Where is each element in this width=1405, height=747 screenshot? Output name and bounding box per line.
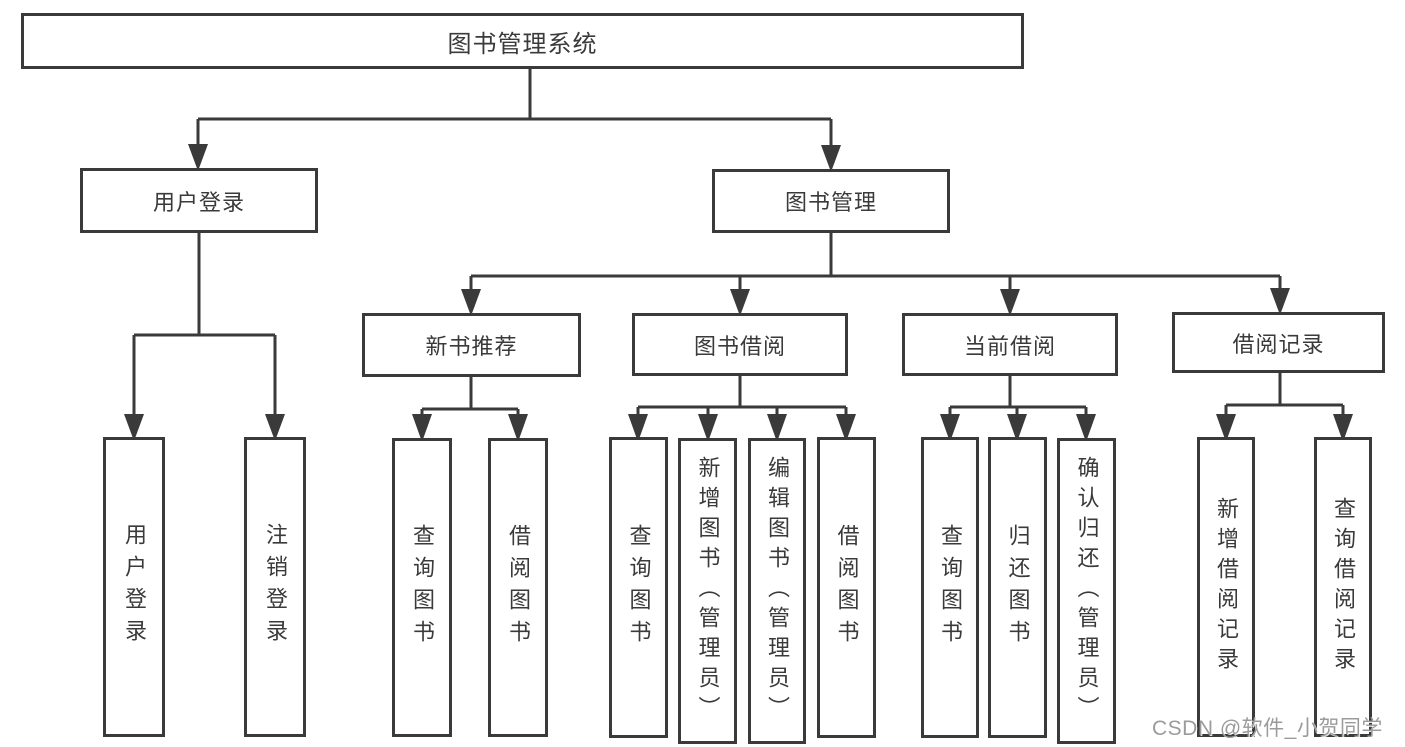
node-current-borrow-label: 当前借阅 (963, 333, 1056, 359)
leaf-current-confirm: 确认归还（管理员） (1057, 438, 1116, 744)
connector-current-borrow-leaves (950, 376, 1086, 409)
leaf-logout-label: 注销登录 (263, 523, 288, 651)
leaf-records-add: 新增借阅记录 (1197, 437, 1255, 737)
node-root: 图书管理系统 (21, 13, 1024, 69)
arrow-to-newbooks-borrow (508, 414, 528, 442)
leaf-borrow-query: 查询图书 (609, 437, 668, 738)
leaf-borrow-borrow: 借阅图书 (817, 437, 876, 738)
leaf-borrow-edit: 编辑图书（管理员） (748, 438, 806, 744)
leaf-borrow-add: 新增图书（管理员） (678, 438, 737, 744)
connector-borrow-records-leaves (1226, 373, 1343, 407)
node-user-login: 用户登录 (80, 168, 318, 233)
leaf-current-return-label: 归还图书 (1005, 523, 1031, 652)
leaf-logout: 注销登录 (244, 437, 306, 737)
connector-book-mgmt-level3 (471, 233, 1280, 278)
leaf-newbooks-borrow: 借阅图书 (488, 438, 548, 737)
leaf-user-login-label: 用户登录 (122, 523, 147, 651)
node-book-borrow-label: 图书借阅 (693, 333, 786, 359)
leaf-user-login: 用户登录 (103, 437, 165, 737)
leaf-records-query-label: 查询借阅记录 (1331, 497, 1356, 677)
arrow-to-borrow-borrow (836, 414, 856, 442)
node-user-login-label: 用户登录 (152, 189, 245, 215)
node-borrow-records: 借阅记录 (1172, 312, 1385, 373)
csdn-watermark: CSDN @软件_小贺同学 (1152, 717, 1383, 740)
arrow-to-current-query (940, 414, 960, 442)
arrow-to-user-login (188, 144, 208, 171)
leaf-borrow-query-label: 查询图书 (626, 523, 652, 652)
arrow-to-records-add (1216, 414, 1236, 442)
node-new-books: 新书推荐 (362, 313, 581, 377)
arrow-to-current-return (1007, 414, 1027, 442)
arrow-to-current-confirm (1076, 414, 1096, 442)
leaf-borrow-borrow-label: 借阅图书 (834, 523, 860, 652)
connector-new-books-leaves (422, 377, 518, 411)
node-current-borrow: 当前借阅 (902, 313, 1118, 376)
leaf-borrow-add-label: 新增图书（管理员） (695, 456, 721, 726)
arrow-to-borrow-add (698, 414, 718, 442)
arrow-to-current-borrow (1000, 289, 1020, 316)
leaf-current-return: 归还图书 (988, 437, 1047, 738)
arrow-to-leaf-user-login (124, 414, 144, 441)
connector-user-login-leaves (134, 233, 275, 337)
node-borrow-records-label: 借阅记录 (1232, 331, 1325, 357)
connector-root-level2 (198, 69, 831, 121)
arrow-to-borrow-records (1270, 288, 1290, 315)
arrow-to-borrow-edit (767, 414, 787, 442)
node-book-mgmt: 图书管理 (712, 169, 950, 233)
arrow-to-newbooks-query (412, 414, 432, 442)
leaf-current-query-label: 查询图书 (938, 523, 963, 652)
arrow-to-new-books (461, 289, 481, 316)
connector-book-borrow-leaves (638, 376, 846, 409)
arrow-to-book-borrow (730, 289, 750, 316)
node-book-mgmt-label: 图书管理 (784, 190, 877, 215)
leaf-newbooks-query-label: 查询图书 (410, 523, 435, 652)
arrow-to-book-mgmt (821, 145, 841, 172)
leaf-borrow-edit-label: 编辑图书（管理员） (765, 456, 790, 726)
leaf-newbooks-borrow-label: 借阅图书 (506, 523, 531, 652)
leaf-current-query: 查询图书 (921, 437, 979, 738)
arrow-to-leaf-logout (265, 414, 285, 441)
leaf-records-add-label: 新增借阅记录 (1214, 497, 1239, 677)
arrow-to-borrow-query (628, 414, 648, 442)
node-book-borrow: 图书借阅 (632, 313, 848, 376)
node-new-books-label: 新书推荐 (425, 334, 518, 359)
node-root-label: 图书管理系统 (447, 30, 598, 58)
leaf-records-query: 查询借阅记录 (1314, 437, 1372, 737)
leaf-newbooks-query: 查询图书 (392, 438, 452, 737)
leaf-current-confirm-label: 确认归还（管理员） (1074, 456, 1100, 726)
arrow-to-records-query (1333, 414, 1353, 442)
